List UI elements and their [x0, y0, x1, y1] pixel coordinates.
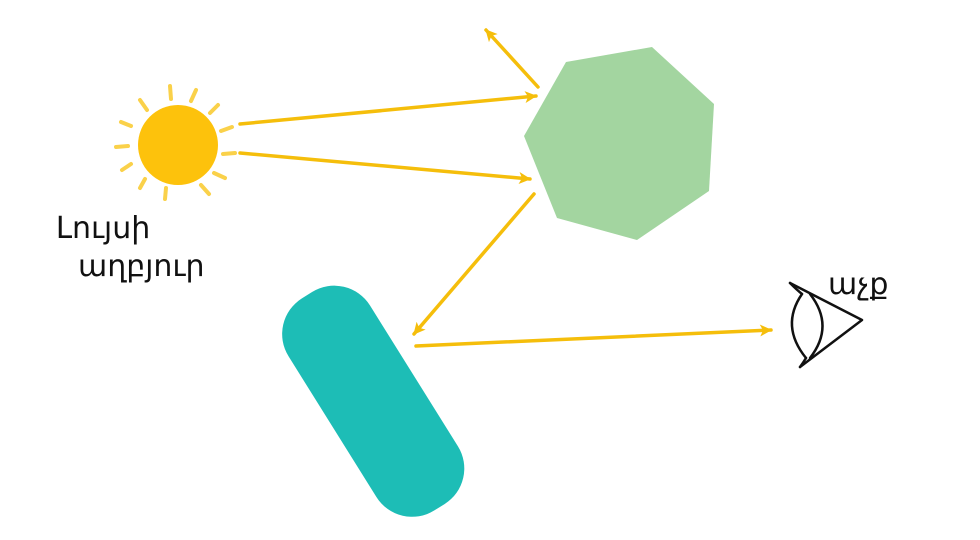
- sun-icon: [114, 84, 237, 201]
- incident-ray-upper: [238, 91, 538, 126]
- eye-icon: [788, 281, 864, 369]
- incident-ray-lower: [238, 151, 532, 184]
- reflected-ray-up: [484, 28, 540, 89]
- green-heptagon-object: [524, 47, 714, 240]
- eye-label: աչք: [828, 267, 888, 302]
- light-source-label-line1: Լույսի: [56, 211, 150, 246]
- reflected-ray-to-mirror: [412, 192, 536, 336]
- light-source-label-line2: աղբյուր: [78, 249, 204, 284]
- ray-to-eye: [414, 324, 773, 348]
- mirror-surface: [282, 285, 465, 517]
